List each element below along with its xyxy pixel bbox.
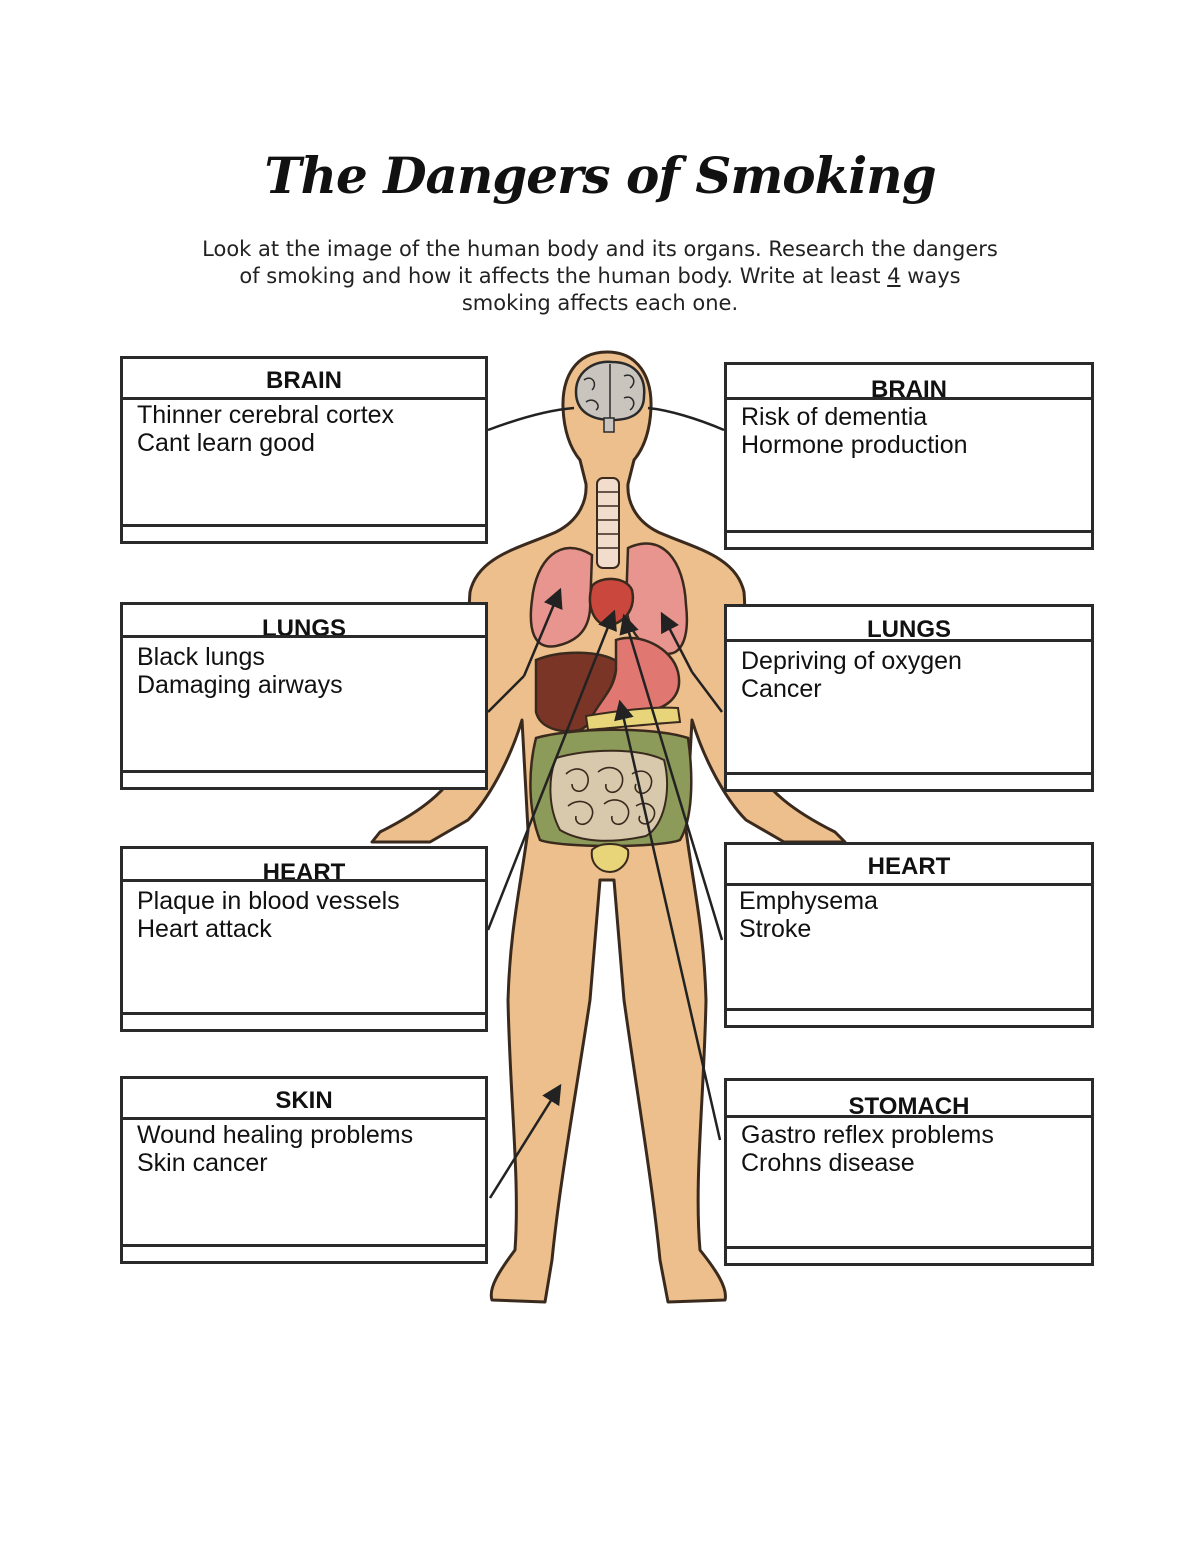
answer-line: Emphysema xyxy=(739,887,878,915)
box-heading: BRAIN xyxy=(123,359,485,400)
box-footer xyxy=(727,530,1091,547)
answer-line: Plaque in blood vessels xyxy=(137,887,400,915)
answer-line: Hormone production xyxy=(741,431,968,459)
answer-line: Damaging airways xyxy=(137,671,343,699)
answer-line: Risk of dementia xyxy=(741,403,928,431)
box-footer xyxy=(123,1244,485,1261)
box-heading: HEART xyxy=(727,845,1091,886)
answer-area[interactable]: Depriving of oxygen Cancer xyxy=(741,647,1083,703)
box-right-heart: HEART Emphysema Stroke xyxy=(724,842,1094,1028)
box-left-skin: SKIN Wound healing problems Skin cancer xyxy=(120,1076,488,1264)
trachea xyxy=(596,477,620,569)
box-left-heart: HEART Plaque in blood vessels Heart atta… xyxy=(120,846,488,1032)
answer-area[interactable]: Black lungs Damaging airways xyxy=(137,643,477,699)
box-left-brain: BRAIN Thinner cerebral cortex Cant learn… xyxy=(120,356,488,544)
box-heading: LUNGS xyxy=(123,605,485,638)
trachea-rings xyxy=(597,491,619,549)
answer-line: Heart attack xyxy=(137,915,272,943)
brain-illustration xyxy=(574,360,646,433)
answer-line: Black lungs xyxy=(137,643,265,671)
answer-area[interactable]: Thinner cerebral cortex Cant learn good xyxy=(137,401,477,457)
answer-area[interactable]: Plaque in blood vessels Heart attack xyxy=(137,887,477,943)
instructions: Look at the image of the human body and … xyxy=(130,236,1070,317)
answer-area[interactable]: Wound healing problems Skin cancer xyxy=(137,1121,477,1177)
answer-line: Cancer xyxy=(741,675,822,703)
answer-area[interactable]: Gastro reflex problems Crohns disease xyxy=(741,1121,1083,1177)
box-right-brain: BRAIN Risk of dementia Hormone productio… xyxy=(724,362,1094,550)
box-footer xyxy=(727,1246,1091,1263)
pointer-arrows xyxy=(486,587,724,1199)
answer-area[interactable]: Risk of dementia Hormone production xyxy=(741,403,1083,459)
answer-line: Crohns disease xyxy=(741,1149,915,1177)
answer-line: Skin cancer xyxy=(137,1149,268,1177)
small-intestine xyxy=(549,749,669,842)
answer-line: Wound healing problems xyxy=(137,1121,414,1149)
box-footer xyxy=(123,770,485,787)
instructions-line-2: of smoking and how it affects the human … xyxy=(130,263,1070,290)
box-heading: SKIN xyxy=(123,1079,485,1120)
box-footer xyxy=(727,772,1091,789)
answer-area[interactable]: Emphysema Stroke xyxy=(739,887,1083,943)
instructions-line-2-start: of smoking and how it affects the human … xyxy=(239,264,888,288)
connector-lines xyxy=(487,406,725,713)
box-heading: STOMACH xyxy=(727,1081,1091,1118)
box-right-lungs: LUNGS Depriving of oxygen Cancer xyxy=(724,604,1094,792)
answer-line: Thinner cerebral cortex xyxy=(137,401,395,429)
box-footer xyxy=(123,524,485,541)
box-right-stomach: STOMACH Gastro reflex problems Crohns di… xyxy=(724,1078,1094,1266)
box-footer xyxy=(727,1008,1091,1025)
box-heading: HEART xyxy=(123,849,485,882)
instructions-line-2-end: ways xyxy=(900,264,961,288)
box-footer xyxy=(123,1012,485,1029)
answer-line: Depriving of oxygen xyxy=(741,647,962,675)
instructions-line-1: Look at the image of the human body and … xyxy=(202,237,998,261)
instructions-number: 4 xyxy=(887,264,901,288)
box-left-lungs: LUNGS Black lungs Damaging airways xyxy=(120,602,488,790)
answer-line: Cant learn good xyxy=(137,429,315,457)
page-title: The Dangers of Smoking xyxy=(264,146,936,205)
bladder xyxy=(590,843,630,874)
box-heading: LUNGS xyxy=(727,607,1091,642)
intestine-coils xyxy=(565,766,656,826)
instructions-line-3: smoking affects each one. xyxy=(461,291,739,315)
answer-line: Gastro reflex problems xyxy=(741,1121,994,1149)
answer-line: Stroke xyxy=(739,915,812,943)
box-heading: BRAIN xyxy=(727,365,1091,400)
